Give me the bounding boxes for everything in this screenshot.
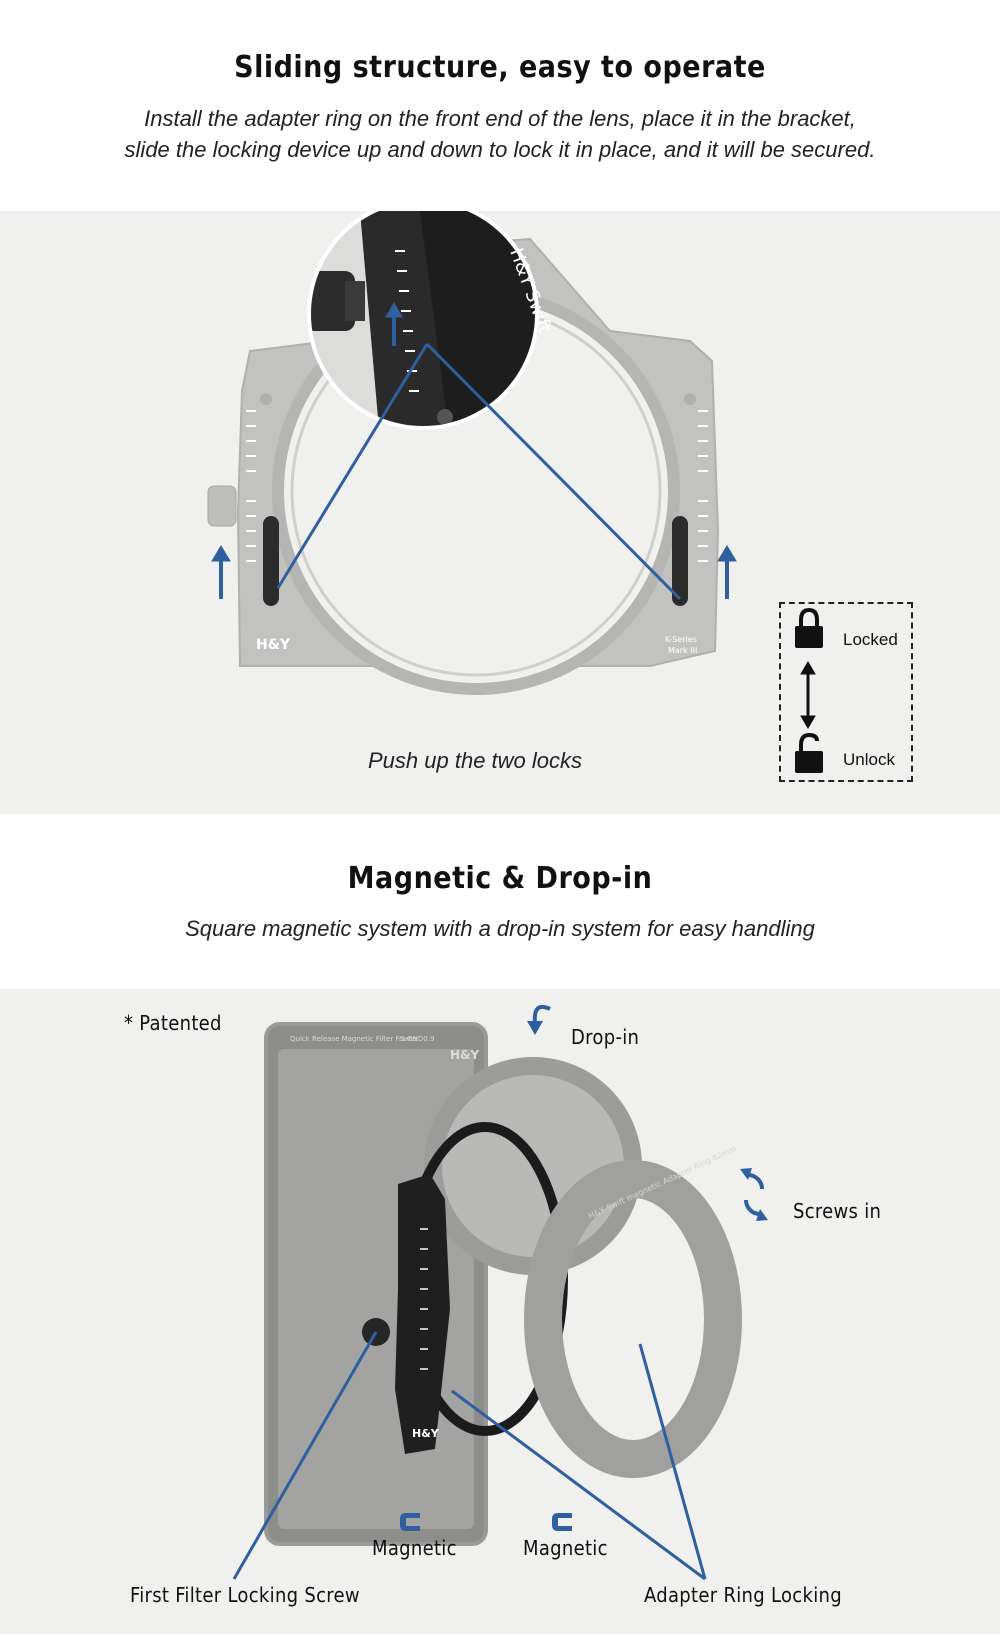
frame-top-text: Quick Release Magnetic Filter Frame [290, 1035, 417, 1043]
frame-brand-text: H&Y [450, 1048, 480, 1062]
right-up-arrow [717, 545, 737, 599]
scale-ticks-left [246, 410, 256, 562]
lock-state-legend: Locked Unlock [779, 602, 913, 782]
patented-note: * Patented [124, 1011, 222, 1035]
bracket-mark-text: Mark III [668, 646, 697, 655]
section-sliding-header: Sliding structure, easy to operate Insta… [0, 0, 1000, 211]
magnetic-label-left: Magnetic [372, 1536, 457, 1560]
section-magnetic-header: Magnetic & Drop-in Square magnetic syste… [0, 814, 1000, 989]
bracket-series-text: K-Series [665, 635, 697, 644]
magnetic-system-illustration: Quick Release Magnetic Filter Frame S-GN… [232, 1004, 768, 1581]
drop-in-label: Drop-in [571, 1025, 640, 1049]
sliding-description-line-2: slide the locking device up and down to … [124, 137, 876, 162]
unlocked-icon [795, 733, 823, 773]
side-knob [207, 485, 237, 527]
sliding-image-panel: H&Y Swift H&Y K-Series Mark III Push up … [0, 211, 1000, 814]
magnet-icon-1 [400, 1513, 420, 1531]
adapter-ring-locking-label: Adapter Ring Locking [644, 1583, 842, 1607]
holder-brand-text: H&Y [412, 1427, 440, 1440]
magnifier-connector-lines [276, 342, 682, 601]
first-filter-locking-screw-label: First Filter Locking Screw [130, 1583, 360, 1607]
sliding-title: Sliding structure, easy to operate [234, 50, 766, 85]
sliding-description-line-1: Install the adapter ring on the front en… [144, 106, 856, 131]
holder-arm [395, 1174, 450, 1454]
updown-arrow-icon [800, 661, 816, 729]
magnetic-title: Magnetic & Drop-in [347, 861, 653, 896]
magnet-icon-2 [552, 1513, 572, 1531]
magnetic-label-right: Magnetic [523, 1536, 608, 1560]
push-locks-caption: Push up the two locks [368, 748, 583, 773]
left-up-arrow [211, 545, 231, 599]
magnetic-description: Square magnetic system with a drop-in sy… [185, 916, 815, 941]
bracket-brand-text: H&Y [256, 637, 291, 653]
locked-label: Locked [843, 630, 898, 649]
unlock-label: Unlock [843, 750, 895, 769]
callout-lines [232, 1331, 707, 1581]
scale-ticks-right [698, 410, 708, 562]
left-lock-slider [263, 516, 279, 606]
screws-in-label: Screws in [793, 1199, 882, 1223]
frame-model-text: S-GND0.9 [400, 1035, 434, 1043]
right-lock-slider [672, 516, 688, 606]
screws-in-arrow-icon [740, 1168, 768, 1221]
filter-holder-illustration: H&Y Swift H&Y K-Series Mark III [207, 211, 737, 695]
adapter-ring-gray [524, 1160, 742, 1478]
locked-icon [795, 608, 823, 648]
magnifier-up-arrow [385, 301, 403, 346]
magnetic-image-panel: Quick Release Magnetic Filter Frame S-GN… [0, 989, 1000, 1634]
drop-in-arrow-icon [527, 1004, 551, 1035]
